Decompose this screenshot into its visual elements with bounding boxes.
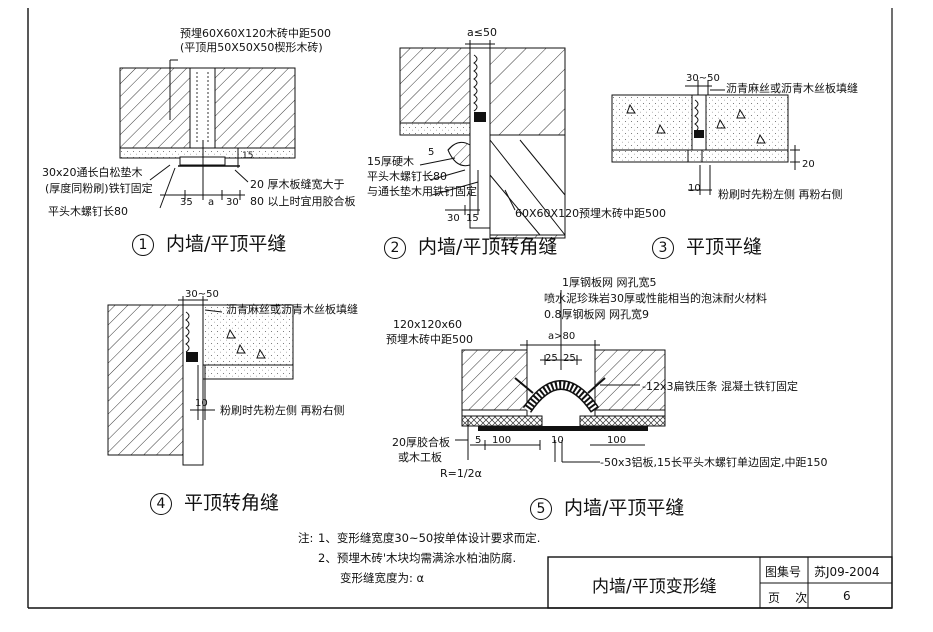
detail-5-ply-label: 20厚胶合板 [392,436,450,449]
detail-5-dim-25a: 25 [545,353,558,364]
detail-1-pad-label: 30x20通长白松垫木 [42,166,143,179]
detail-1-board-label-2: 80 以上时宜用胶合板 [250,195,356,208]
detail-5-dim-10: 10 [551,435,564,446]
detail-4-drawing [107,296,294,466]
atlas-number-value: 苏J09-2004 [814,565,880,579]
page-number-label: 页 次 [768,591,808,605]
detail-3-dim-20: 20 [802,159,815,170]
detail-3-filler-label: 沥青麻丝或沥青木丝板填缝 [726,82,858,95]
detail-4-title: 平顶转角缝 [184,492,280,514]
detail-1-dim-a: a [208,197,215,208]
detail-5-flat-bar-label: -12x3扁铁压条 混凝土铁钉固定 [642,380,798,393]
detail-5-radius-label: R=1/2α [440,467,482,480]
detail-4-filler-label: 沥青麻丝或沥青木丝板填缝 [226,303,358,316]
detail-5-caption: 5 内墙/平顶平缝 [530,497,684,520]
detail-4-number: 4 [150,492,172,515]
detail-5-title: 内墙/平顶平缝 [564,497,685,519]
detail-5-dim-5: 5 [475,435,482,446]
detail-5-spray-label: 喷水泥珍珠岩30厚或性能相当的泡沫耐火材料 [544,292,767,305]
detail-5-number: 5 [530,497,552,520]
detail-1-wood-brick-note: (平顶用50X50X50楔形木砖) [180,41,323,54]
detail-3-plaster-label: 粉刷时先粉左侧 再粉右侧 [718,188,843,201]
detail-1-board-label: 20 厚木板缝宽大于 [250,178,345,191]
detail-5-dim-25b: 25 [563,353,576,364]
title-block-frame [547,556,893,609]
notes-prefix: 注: [298,531,314,545]
detail-5-alu-label: -50x3铝板,15长平头木螺钉单边固定,中距150 [600,456,828,469]
detail-2-title: 内墙/平顶转角缝 [418,236,558,258]
detail-1-wood-brick-label: 预埋60X60X120木砖中距500 [180,27,332,40]
atlas-number-label: 图集号 [765,565,802,579]
detail-5-mesh2-label: 0.8厚钢板网 网孔宽9 [544,308,649,321]
detail-5-drawing [455,290,666,463]
detail-2-brick-label: 60X60X120预埋木砖中距500 [515,207,667,220]
detail-2-gap-label: a≤50 [467,26,497,39]
detail-1-caption: 1 内墙/平顶平缝 [132,233,286,256]
detail-1-dim-15: 15 [242,151,254,161]
detail-5-brick-label-2: 预埋木砖中距500 [386,333,473,346]
detail-2-hardwood-label: 15厚硬木 [367,155,414,168]
detail-3-range-label: 30~50 [686,73,720,84]
detail-4-dim-10: 10 [195,398,208,409]
detail-3-caption: 3 平顶平缝 [652,236,762,259]
detail-5-mesh1-label: 1厚钢板网 网孔宽5 [562,276,657,289]
drawing-title: 内墙/平顶变形缝 [592,577,717,597]
detail-5-ply-label-2: 或木工板 [398,451,442,464]
detail-2-pad-label: 与通长垫木用铁钉固定 [367,185,477,198]
detail-2-screw-label: 平头木螺钉长80 [367,170,447,183]
notes-line-3: 变形缝宽度为: α [340,571,425,585]
detail-2-caption: 2 内墙/平顶转角缝 [384,236,557,259]
detail-4-range-label: 30~50 [185,289,219,300]
detail-3-dim-10: 10 [688,183,701,194]
detail-5-dim-100b: 100 [607,435,627,446]
detail-1-dim-30: 30 [226,197,239,208]
detail-3-number: 3 [652,236,674,259]
detail-1-number: 1 [132,233,154,256]
detail-5-dim-100a: 100 [492,435,512,446]
detail-4-plaster-label: 粉刷时先粉左侧 再粉右侧 [220,404,345,417]
detail-2-dim-30: 30 [447,213,460,224]
detail-3-drawing [611,80,800,195]
detail-4-caption: 4 平顶转角缝 [150,492,279,515]
detail-2-dim-15: 15 [466,213,479,224]
detail-3-title: 平顶平缝 [686,236,763,258]
detail-1-title: 内墙/平顶平缝 [166,233,287,255]
detail-2-number: 2 [384,236,406,259]
detail-1-pad-label-2: (厚度同粉刷)铁钉固定 [45,182,153,195]
page-number-value: 6 [843,589,851,603]
detail-2-drawing [399,40,566,239]
notes-line-2: 2、预埋木砖'木块均需满涂水柏油防腐. [318,551,517,565]
detail-1-dim-35: 35 [180,197,193,208]
detail-1-drawing [119,59,296,209]
detail-5-brick-label: 120x120x60 [393,318,463,331]
detail-2-dim-5: 5 [428,147,435,158]
notes-line-1: 1、变形缝宽度30~50按单体设计要求而定. [318,531,541,545]
detail-1-screw-label: 平头木螺钉长80 [48,205,128,218]
detail-5-gap-label: a>80 [548,331,576,342]
